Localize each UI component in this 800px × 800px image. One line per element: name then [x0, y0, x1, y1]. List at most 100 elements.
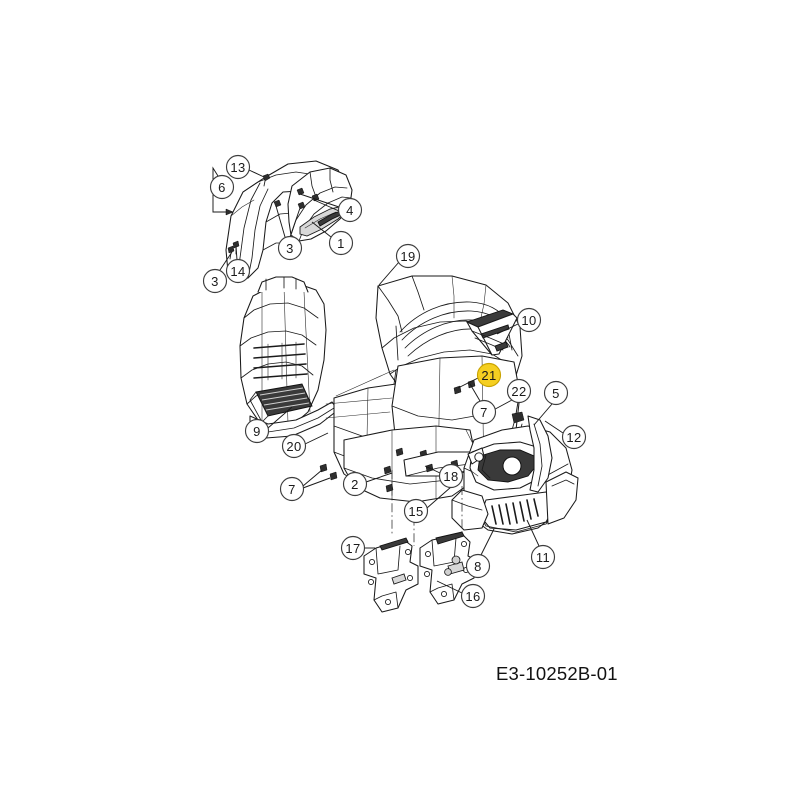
callout-number: 8: [474, 559, 482, 574]
callout-number: 5: [552, 386, 560, 401]
callout-circle[interactable]: [516, 307, 542, 333]
callout-circle[interactable]: [225, 258, 251, 284]
callout-bubble-10[interactable]: 10: [516, 307, 542, 333]
callout-leader-7: [302, 469, 331, 489]
callout-number: 7: [288, 482, 296, 497]
callout-bubble-19[interactable]: 19: [395, 243, 421, 269]
callout-number: 20: [286, 439, 301, 454]
callout-bubble-12[interactable]: 12: [561, 424, 587, 450]
callout-number: 10: [521, 313, 536, 328]
callout-number: 1: [337, 236, 345, 251]
callout-leader-3: [219, 251, 233, 271]
callout-leader-8: [480, 528, 495, 556]
callout-leader-16: [436, 580, 463, 594]
callout-number: 7: [480, 405, 488, 420]
callout-circle[interactable]: [244, 418, 270, 444]
callout-number: 2: [351, 477, 359, 492]
callout-bubble-3[interactable]: 3: [202, 268, 228, 294]
callout-leader-15: [426, 486, 452, 509]
callout-circle[interactable]: [281, 433, 307, 459]
callout-bubble-6[interactable]: 6: [209, 174, 235, 200]
callout-circle[interactable]: [279, 476, 305, 502]
callout-circle[interactable]: [277, 235, 303, 261]
callout-bubble-8[interactable]: 8: [465, 553, 491, 579]
callout-leader-21: [457, 377, 479, 389]
callout-circle[interactable]: [340, 535, 366, 561]
callout-leader-10: [496, 323, 519, 335]
callout-number: 17: [345, 541, 360, 556]
part-brackets-group: [363, 531, 477, 613]
callout-number: 3: [286, 241, 294, 256]
callout-bubble-14[interactable]: 14: [225, 258, 251, 284]
part-trim-strip-group: [465, 309, 518, 356]
callout-number: 15: [408, 504, 423, 519]
callout-circle[interactable]: [465, 553, 491, 579]
callout-bubble-18[interactable]: 18: [438, 463, 464, 489]
callout-leader-3: [275, 205, 301, 238]
callout-circle[interactable]: [395, 243, 421, 269]
callout-number: 4: [346, 203, 354, 218]
callout-number: 18: [443, 469, 458, 484]
callout-circle[interactable]: [337, 197, 363, 223]
callout-number: 6: [218, 180, 226, 195]
callout-bubble-5[interactable]: 5: [543, 380, 569, 406]
callout-leader-2: [365, 472, 393, 483]
callout-bubble-20[interactable]: 20: [281, 433, 307, 459]
callout-number: 9: [253, 424, 261, 439]
callout-circle[interactable]: [225, 154, 251, 180]
callout-circle[interactable]: [471, 399, 497, 425]
callout-leader-4: [299, 193, 340, 212]
callout-number: 12: [566, 430, 581, 445]
callout-circle[interactable]: [202, 268, 228, 294]
part-dash-panel-group: [239, 276, 339, 439]
callout-number: 14: [230, 264, 245, 279]
callout-bubble-3[interactable]: 3: [277, 235, 303, 261]
callout-leader-20: [304, 432, 329, 445]
callout-number: 13: [230, 160, 245, 175]
callout-circle[interactable]: [460, 583, 486, 609]
callout-leader-14: [235, 245, 238, 261]
callout-number: 19: [400, 249, 415, 264]
callout-bubble-15[interactable]: 15: [403, 498, 429, 524]
callout-bubble-17[interactable]: 17: [340, 535, 366, 561]
callout-bubble-22[interactable]: 22: [506, 378, 532, 404]
callout-leader-22: [515, 401, 519, 415]
callout-circle[interactable]: [438, 463, 464, 489]
callout-circle-highlighted[interactable]: [476, 362, 502, 388]
callout-circle[interactable]: [209, 174, 235, 200]
callout-leader-7: [469, 383, 481, 402]
callout-leader-18: [424, 465, 441, 474]
callout-number: 21: [481, 368, 496, 383]
callout-circle[interactable]: [530, 544, 556, 570]
callout-leader-9: [267, 406, 293, 429]
callout-bubble-11[interactable]: 11: [530, 544, 556, 570]
callout-leader-11: [526, 519, 540, 547]
callout-bubble-21[interactable]: 21: [476, 362, 502, 388]
callout-number: 22: [511, 384, 526, 399]
callout-bubble-13[interactable]: 13: [225, 154, 251, 180]
callout-bubble-9[interactable]: 9: [244, 418, 270, 444]
callout-number: 16: [465, 589, 480, 604]
callout-bubble-16[interactable]: 16: [460, 583, 486, 609]
callout-circle[interactable]: [342, 471, 368, 497]
callout-leader-12: [544, 420, 564, 434]
callout-bubble-7[interactable]: 7: [279, 476, 305, 502]
callout-number: 3: [211, 274, 219, 289]
callout-bubble-4[interactable]: 4: [337, 197, 363, 223]
callout-circle[interactable]: [328, 230, 354, 256]
callout-leader-5: [533, 403, 553, 426]
callout-leader-19: [378, 261, 400, 286]
callout-leader-13: [248, 169, 265, 178]
part-nose-assembly-group: [451, 415, 579, 535]
callout-leader-lines: [212, 166, 564, 594]
callout-bubble-7[interactable]: 7: [471, 399, 497, 425]
callout-circle[interactable]: [506, 378, 532, 404]
callout-bubble-2[interactable]: 2: [342, 471, 368, 497]
callout-circle[interactable]: [561, 424, 587, 450]
callout-circle[interactable]: [403, 498, 429, 524]
callout-bubble-1[interactable]: 1: [328, 230, 354, 256]
callout-circle[interactable]: [543, 380, 569, 406]
